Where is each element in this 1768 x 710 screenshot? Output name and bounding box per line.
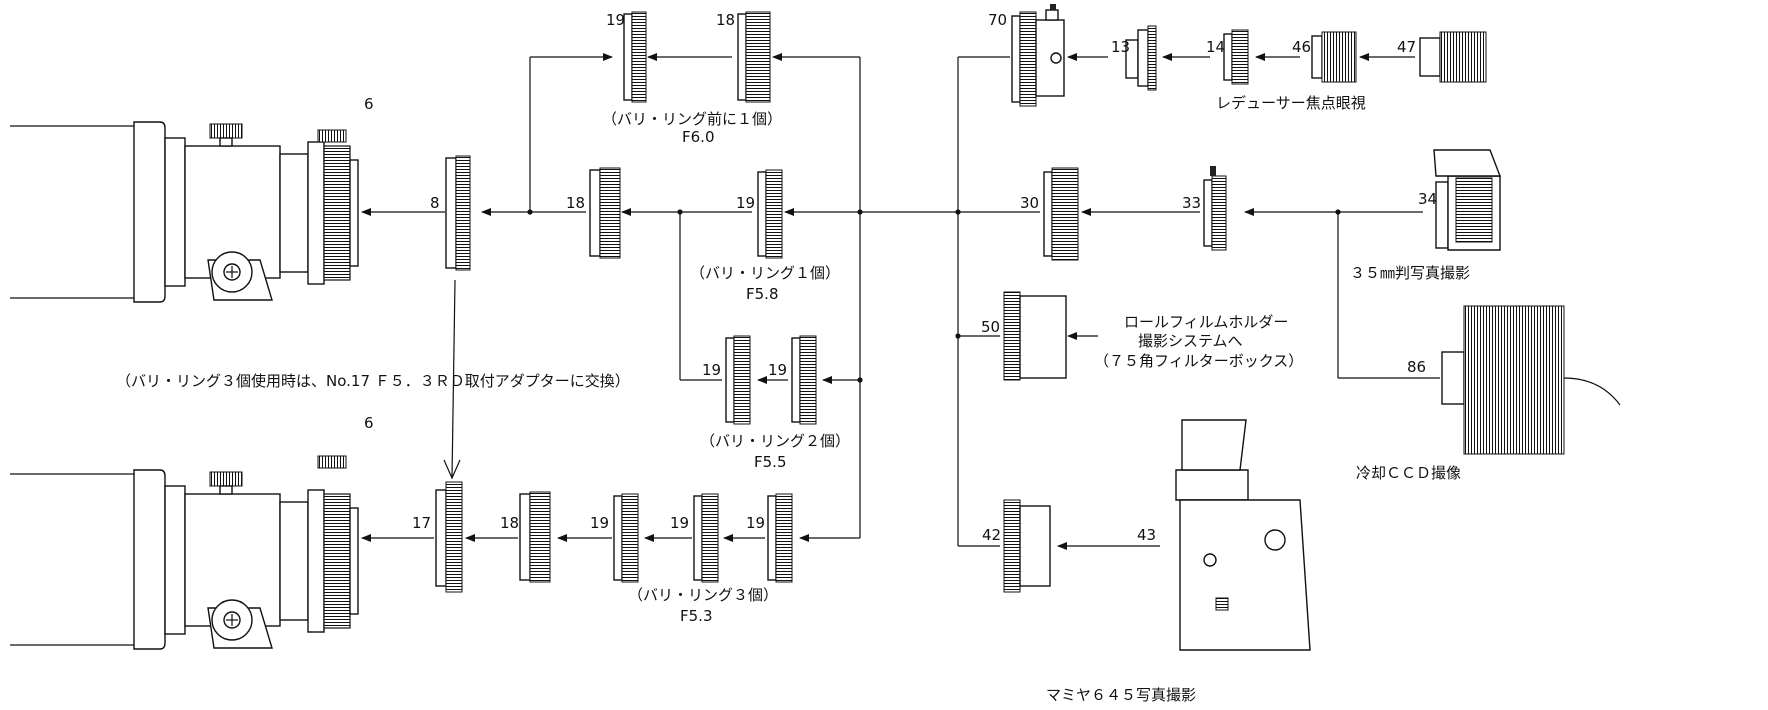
caption-vari1: （バリ・リング１個） [690, 264, 840, 282]
ring-18-bottom [519, 491, 551, 583]
ring-19-pair-right [791, 335, 817, 425]
part-numbers: 19 18 70 13 14 46 47 6 8 18 19 30 33 34 … [364, 11, 1437, 544]
num-46: 46 [1292, 38, 1311, 56]
caption-f55: F5.5 [754, 453, 786, 471]
caption-vari3: （バリ・リング３個） [628, 586, 778, 604]
caption-rollfilm-3: （７５角フィルターボックス） [1094, 352, 1303, 370]
num-18-mid: 18 [566, 194, 585, 212]
camera-43 [1175, 419, 1311, 651]
num-43: 43 [1137, 526, 1156, 544]
num-19-bottom-1: 19 [590, 514, 609, 532]
caption-vari2: （バリ・リング２個） [700, 432, 850, 450]
num-19-pair-right: 19 [768, 361, 787, 379]
part-70-diagonal [1011, 4, 1065, 107]
num-30: 30 [1020, 194, 1039, 212]
caption-rollfilm-1: ロールフィルムホルダー [1124, 313, 1288, 331]
caption-f60: F6.0 [682, 128, 714, 146]
camera-34 [1433, 149, 1502, 251]
ring-19-bottom-2 [693, 493, 719, 583]
num-47: 47 [1397, 38, 1416, 56]
num-70: 70 [988, 11, 1007, 29]
ring-19-mid [757, 169, 783, 259]
num-19-bottom-3: 19 [746, 514, 765, 532]
num-6-top: 6 [364, 95, 374, 113]
captions: （バリ・リング前に１個） F6.0 レデューサー焦点眼視 （バリ・リング１個） … [116, 94, 1470, 704]
caption-35mm: ３５㎜判写真撮影 [1350, 264, 1470, 282]
ring-19-top [623, 11, 647, 103]
num-42: 42 [982, 526, 1001, 544]
num-6-bottom: 6 [364, 414, 374, 432]
num-33: 33 [1182, 194, 1201, 212]
num-19-top: 19 [606, 11, 625, 29]
telescope-top [10, 121, 359, 303]
caption-reducer: レデューサー焦点眼視 [1216, 94, 1366, 112]
ring-19-bottom-1 [613, 493, 639, 583]
part-14 [1223, 29, 1249, 85]
telescope-bottom [10, 455, 359, 650]
part-13 [1125, 25, 1157, 91]
num-14: 14 [1206, 38, 1225, 56]
num-8: 8 [430, 194, 440, 212]
num-18-top: 18 [716, 11, 735, 29]
num-17: 17 [412, 514, 431, 532]
ring-18-top [737, 11, 771, 103]
part-50 [1003, 291, 1067, 381]
num-19-mid: 19 [736, 194, 755, 212]
num-19-bottom-2: 19 [670, 514, 689, 532]
ring-19-bottom-3 [767, 493, 793, 583]
connection-lines [361, 53, 1440, 550]
part-33 [1203, 166, 1227, 251]
caption-f53: F5.3 [680, 607, 712, 625]
part-46 [1311, 31, 1357, 83]
num-86: 86 [1407, 358, 1426, 376]
caption-rollfilm-2: 撮影システムへ [1138, 332, 1243, 350]
num-19-pair-left: 19 [702, 361, 721, 379]
caption-mamiya: マミヤ６４５写真撮影 [1046, 686, 1196, 704]
part-30 [1043, 167, 1079, 261]
caption-note: （バリ・リング３個使用時は、No.17 Ｆ５．３ＲＤ取付アダプターに交換） [116, 372, 630, 390]
num-50: 50 [981, 318, 1000, 336]
caption-f58: F5.8 [746, 285, 778, 303]
part-42 [1003, 499, 1051, 593]
num-18-bottom: 18 [500, 514, 519, 532]
ring-17 [435, 481, 463, 593]
caption-ccd: 冷却ＣＣＤ撮像 [1356, 464, 1461, 482]
num-13: 13 [1111, 38, 1130, 56]
ring-19-pair-left [725, 335, 751, 425]
ring-8 [445, 155, 471, 271]
ccd-86 [1441, 305, 1621, 455]
num-34: 34 [1418, 190, 1437, 208]
caption-vari1-front: （バリ・リング前に１個） [602, 110, 782, 128]
ring-18-mid [589, 167, 621, 259]
part-47-eyepiece [1419, 31, 1487, 83]
